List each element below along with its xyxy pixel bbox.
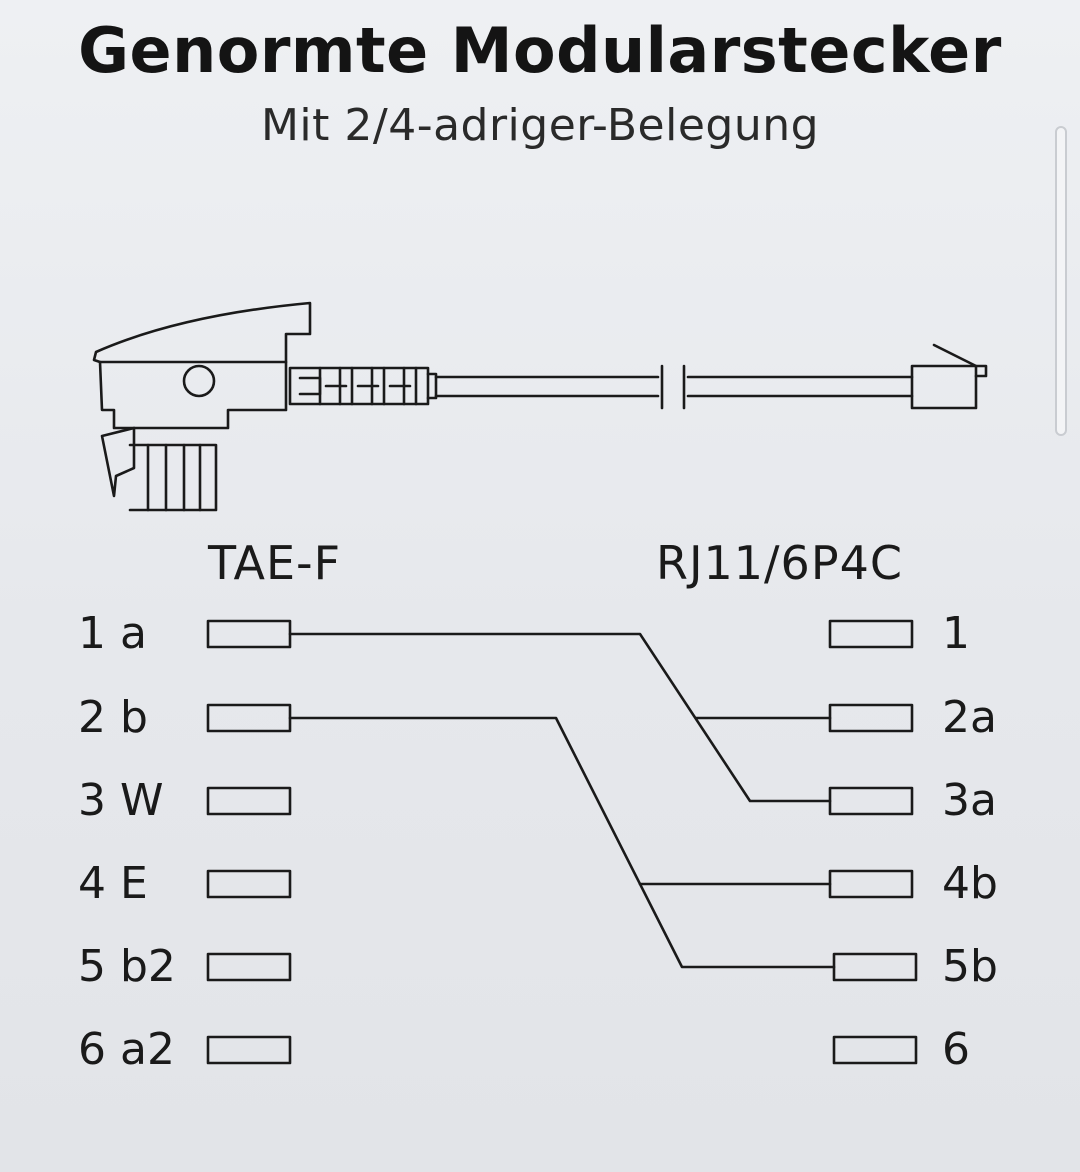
tae-pin-3	[206, 786, 292, 816]
tae-connector-label: TAE-F	[208, 536, 342, 590]
rj11-pin-label-1: 1	[942, 608, 970, 659]
diagram-subtitle: Mit 2/4-adriger-Belegung	[260, 100, 820, 151]
tae-pin-1	[206, 619, 292, 649]
tae-plug-icon	[92, 301, 312, 512]
rj11-pin-boxes	[828, 619, 918, 1065]
tae-pin-boxes	[206, 619, 292, 1065]
wire-2b-to-5b	[288, 716, 836, 969]
rj11-pin-5	[832, 952, 918, 982]
tae-pin-6	[206, 1035, 292, 1065]
rj11-connector-label: RJ11/6P4C	[656, 536, 903, 590]
tae-pin-2	[206, 703, 292, 733]
rj11-pin-label-3: 3a	[942, 775, 997, 826]
strain-relief-icon	[288, 366, 438, 406]
rj11-pin-1	[828, 619, 914, 649]
diagram-title: Genormte Modularstecker	[78, 14, 1002, 87]
tae-pin-label-2: 2 b	[78, 692, 148, 743]
rj11-pin-label-6: 6	[942, 1024, 970, 1075]
rj11-plug-icon	[910, 343, 988, 410]
rj11-pin-label-2: 2a	[942, 692, 997, 743]
rj11-pin-6	[832, 1035, 918, 1065]
tae-pin-label-5: 5 b2	[78, 941, 176, 992]
wires	[288, 632, 836, 969]
scrollbar[interactable]	[1055, 126, 1067, 436]
tae-pin-label-6: 6 a2	[78, 1024, 175, 1075]
tae-pin-label-4: 4 E	[78, 858, 148, 909]
tae-pin-4	[206, 869, 292, 899]
rj11-pin-4	[828, 869, 914, 899]
rj11-pin-label-5: 5b	[942, 941, 998, 992]
cable-illustration	[92, 301, 988, 512]
rj11-pin-2	[828, 703, 914, 733]
cable-line-icon	[434, 364, 914, 410]
tae-pin-label-1: 1 a	[78, 608, 147, 659]
rj11-pin-label-4: 4b	[942, 858, 998, 909]
rj11-pin-3	[828, 786, 914, 816]
tae-pin-5	[206, 952, 292, 982]
tae-pin-label-3: 3 W	[78, 775, 164, 826]
